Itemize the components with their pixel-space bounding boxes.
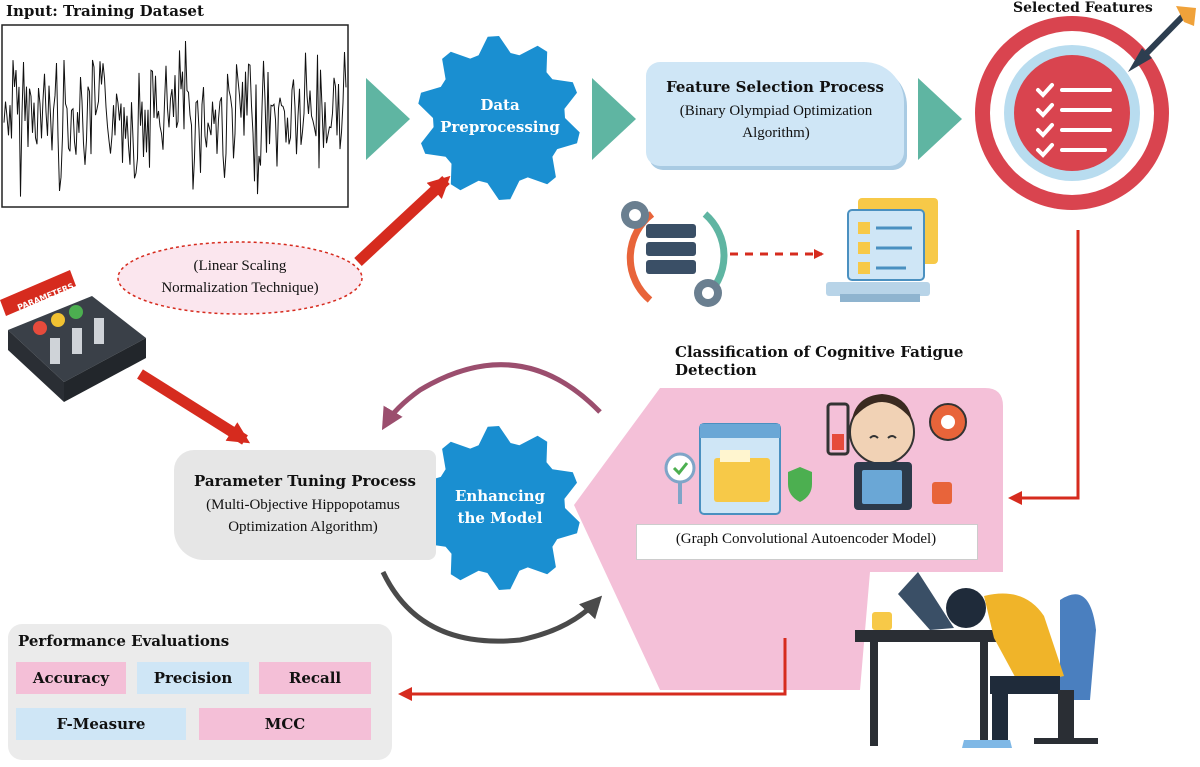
feature-selection-box — [646, 62, 904, 166]
teal-arrow-3 — [918, 78, 962, 160]
red-arrow-normalization-to-preprocessing — [354, 175, 451, 267]
target-checklist-icon — [975, 6, 1196, 210]
parameter-tuning-subtitle-line2: Optimization Algorithm) — [228, 519, 378, 535]
mixer-panel-icon: PARAMETERS — [0, 270, 146, 402]
teal-arrow-2 — [592, 78, 636, 160]
tired-person-icon — [826, 394, 967, 510]
metric-f-measure: F-Measure — [16, 708, 186, 740]
enhancing-label-line2: the Model — [457, 509, 543, 527]
metric-precision: Precision — [137, 662, 249, 694]
model-label-box — [636, 524, 978, 560]
model-label: (Graph Convolutional Autoencoder Model) — [675, 531, 937, 547]
feature-selection-title: Feature Selection Process — [666, 78, 884, 96]
enhancing-gear-icon — [418, 426, 580, 590]
red-arrow-selected-to-classifier — [1008, 230, 1080, 505]
normalization-ellipse — [117, 241, 363, 315]
metric-mcc: MCC — [199, 708, 371, 740]
person-asleep-icon — [855, 572, 1098, 748]
server-sync-icon — [621, 201, 728, 307]
classification-title-line2: Detection — [675, 361, 757, 379]
gear-shape — [418, 426, 580, 590]
preprocessing-label-line1: Data — [480, 96, 520, 114]
document-folder-icon — [664, 423, 812, 515]
input-title: Input: Training Dataset — [6, 2, 204, 20]
checklist-monitor-icon — [826, 198, 938, 302]
normalization-line1: (Linear Scaling — [193, 258, 287, 274]
enhancing-label: Enhancing the Model — [440, 485, 560, 529]
feature-selection-subtitle-line2: Algorithm) — [742, 125, 810, 141]
performance-title: Performance Evaluations — [18, 632, 230, 650]
red-arrow-parameters-to-tuning — [137, 369, 251, 445]
parameter-tuning-box — [174, 450, 436, 560]
preprocessing-label: Data Preprocessing — [440, 94, 560, 138]
preprocessing-gear-icon — [418, 36, 580, 200]
enhancing-label-line1: Enhancing — [454, 487, 546, 505]
red-arrow-to-performance — [398, 638, 787, 701]
classification-title: Classification of Cognitive Fatigue Dete… — [675, 343, 975, 379]
purple-curve-arrow — [381, 362, 602, 431]
waveform-icon — [1, 24, 349, 208]
normalization-label: (Linear Scaling Normalization Technique) — [120, 255, 360, 299]
parameter-tuning-subtitle: (Multi-Objective Hippopotamus Optimizati… — [178, 494, 428, 538]
normalization-line2: Normalization Technique) — [161, 280, 319, 296]
gear-shape — [418, 36, 580, 200]
metric-accuracy: Accuracy — [16, 662, 126, 694]
grey-curve-arrow — [380, 570, 603, 644]
feature-selection-subtitle: (Binary Olympiad Optimization Algorithm) — [650, 100, 902, 144]
metric-recall: Recall — [259, 662, 371, 694]
preprocessing-label-line2: Preprocessing — [440, 118, 560, 136]
selected-features-title: Selected Features — [1013, 0, 1153, 16]
teal-arrow-1 — [366, 78, 410, 160]
parameter-tuning-title: Parameter Tuning Process — [194, 472, 416, 490]
classification-title-line1: Classification of Cognitive Fatigue — [675, 343, 964, 361]
parameter-tuning-subtitle-line1: (Multi-Objective Hippopotamus — [206, 497, 400, 513]
feature-selection-subtitle-line1: (Binary Olympiad Optimization — [679, 103, 873, 119]
